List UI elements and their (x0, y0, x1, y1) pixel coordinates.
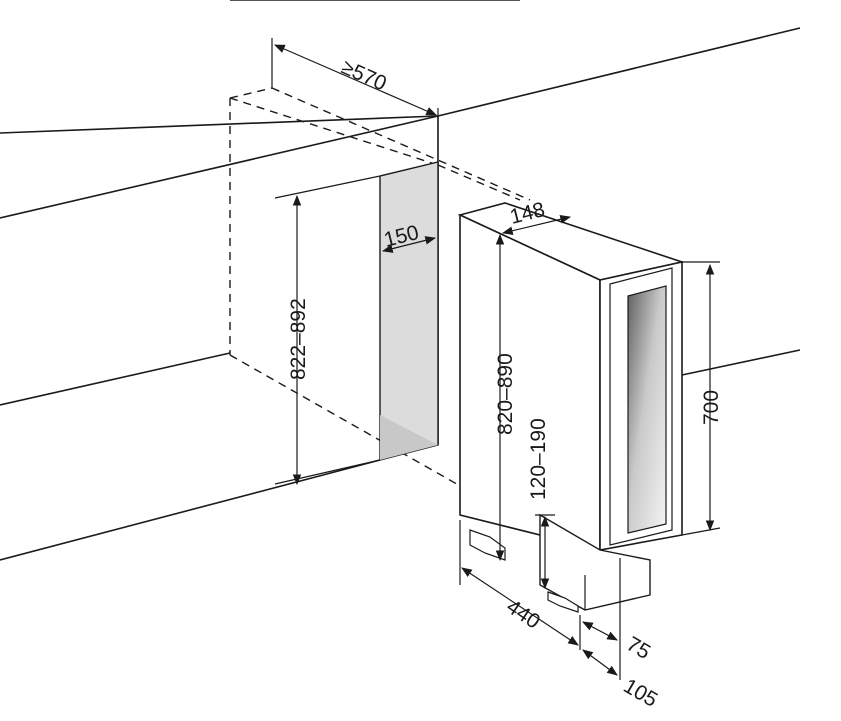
glass-door (627, 285, 667, 534)
label-niche-height: 822–892 (287, 298, 310, 380)
label-unit-depth: 440 (502, 595, 544, 634)
label-unit-height-range: 820–890 (494, 353, 517, 435)
label-foot-height: 120–190 (527, 418, 550, 500)
label-door-height: 700 (700, 390, 723, 425)
niche-panel (379, 161, 439, 461)
dimension-lines (271, 38, 721, 680)
label-min-depth: ≥570 (338, 56, 390, 96)
label-offset-small: 75 (623, 632, 655, 664)
label-offset-large: 105 (620, 674, 662, 711)
